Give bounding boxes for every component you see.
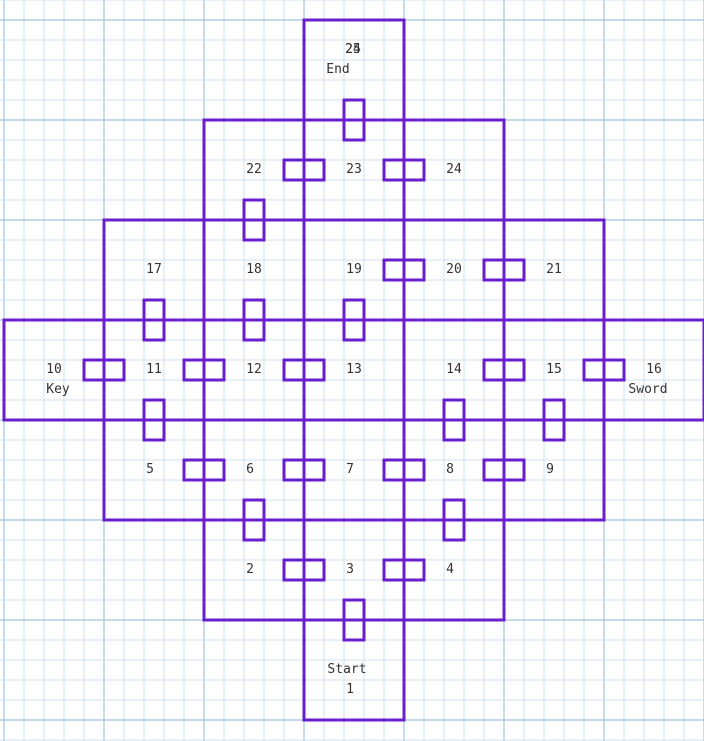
room-label-24-overlap: 24 xyxy=(345,42,361,57)
room-label-16: 16 xyxy=(646,362,662,377)
room-caption-end: End xyxy=(326,62,350,77)
room-label-22: 22 xyxy=(246,162,262,177)
room-label-23: 23 xyxy=(346,162,362,177)
room-label-25: 25 xyxy=(345,42,361,57)
room-label-2: 2 xyxy=(246,562,254,577)
room-label-4: 4 xyxy=(446,562,454,577)
room-caption-key: Key xyxy=(46,382,70,397)
room-label-13: 13 xyxy=(346,362,362,377)
room-label-20: 20 xyxy=(446,262,462,277)
room-label-11: 11 xyxy=(146,362,162,377)
room-label-19: 19 xyxy=(346,262,362,277)
room-label-17: 17 xyxy=(146,262,162,277)
room-label-21: 21 xyxy=(546,262,562,277)
room-label-1: 1 xyxy=(346,682,354,697)
room-label-8: 8 xyxy=(446,462,454,477)
room-label-24: 24 xyxy=(446,162,462,177)
room-label-3: 3 xyxy=(346,562,354,577)
room-label-10: 10 xyxy=(46,362,62,377)
room-label-6: 6 xyxy=(246,462,254,477)
room-caption-sword: Sword xyxy=(628,382,668,397)
room-label-5: 5 xyxy=(146,462,154,477)
room-caption-start: Start xyxy=(327,662,367,677)
room-label-9: 9 xyxy=(546,462,554,477)
room-label-14: 14 xyxy=(446,362,462,377)
room-label-7: 7 xyxy=(346,462,354,477)
room-label-12: 12 xyxy=(246,362,262,377)
room-label-15: 15 xyxy=(546,362,562,377)
room-label-18: 18 xyxy=(246,262,262,277)
